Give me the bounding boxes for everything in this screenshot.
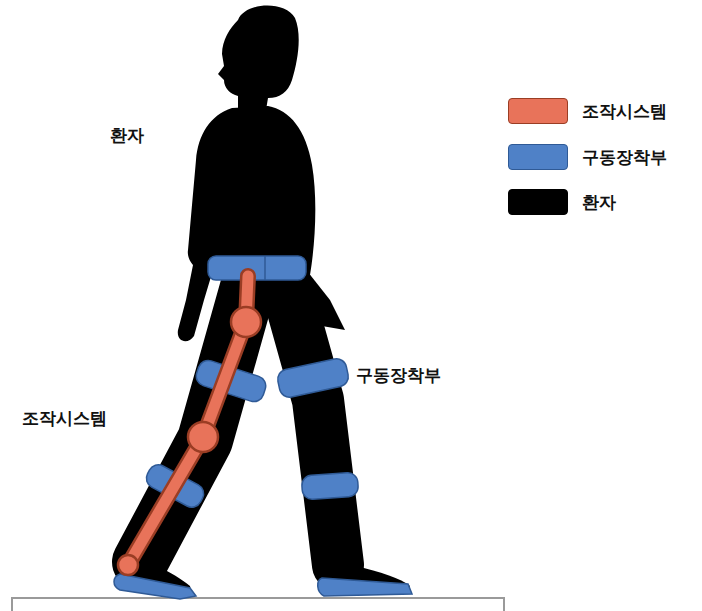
part-label: 환자 [110,124,144,147]
legend-text: 조작시스템 [582,100,667,123]
legend-swatch [508,189,568,215]
ground [12,598,504,611]
legend-text: 구동장착부 [582,146,667,169]
legend-swatch [508,144,568,170]
patient-silhouette [116,5,410,592]
part-label: 조작시스템 [22,407,107,430]
part-label: 구동장착부 [356,364,441,387]
control-system-frame [118,276,261,575]
legend-swatch [508,98,568,124]
legend-text: 환자 [582,191,616,214]
drive-mount-parts [114,256,412,599]
